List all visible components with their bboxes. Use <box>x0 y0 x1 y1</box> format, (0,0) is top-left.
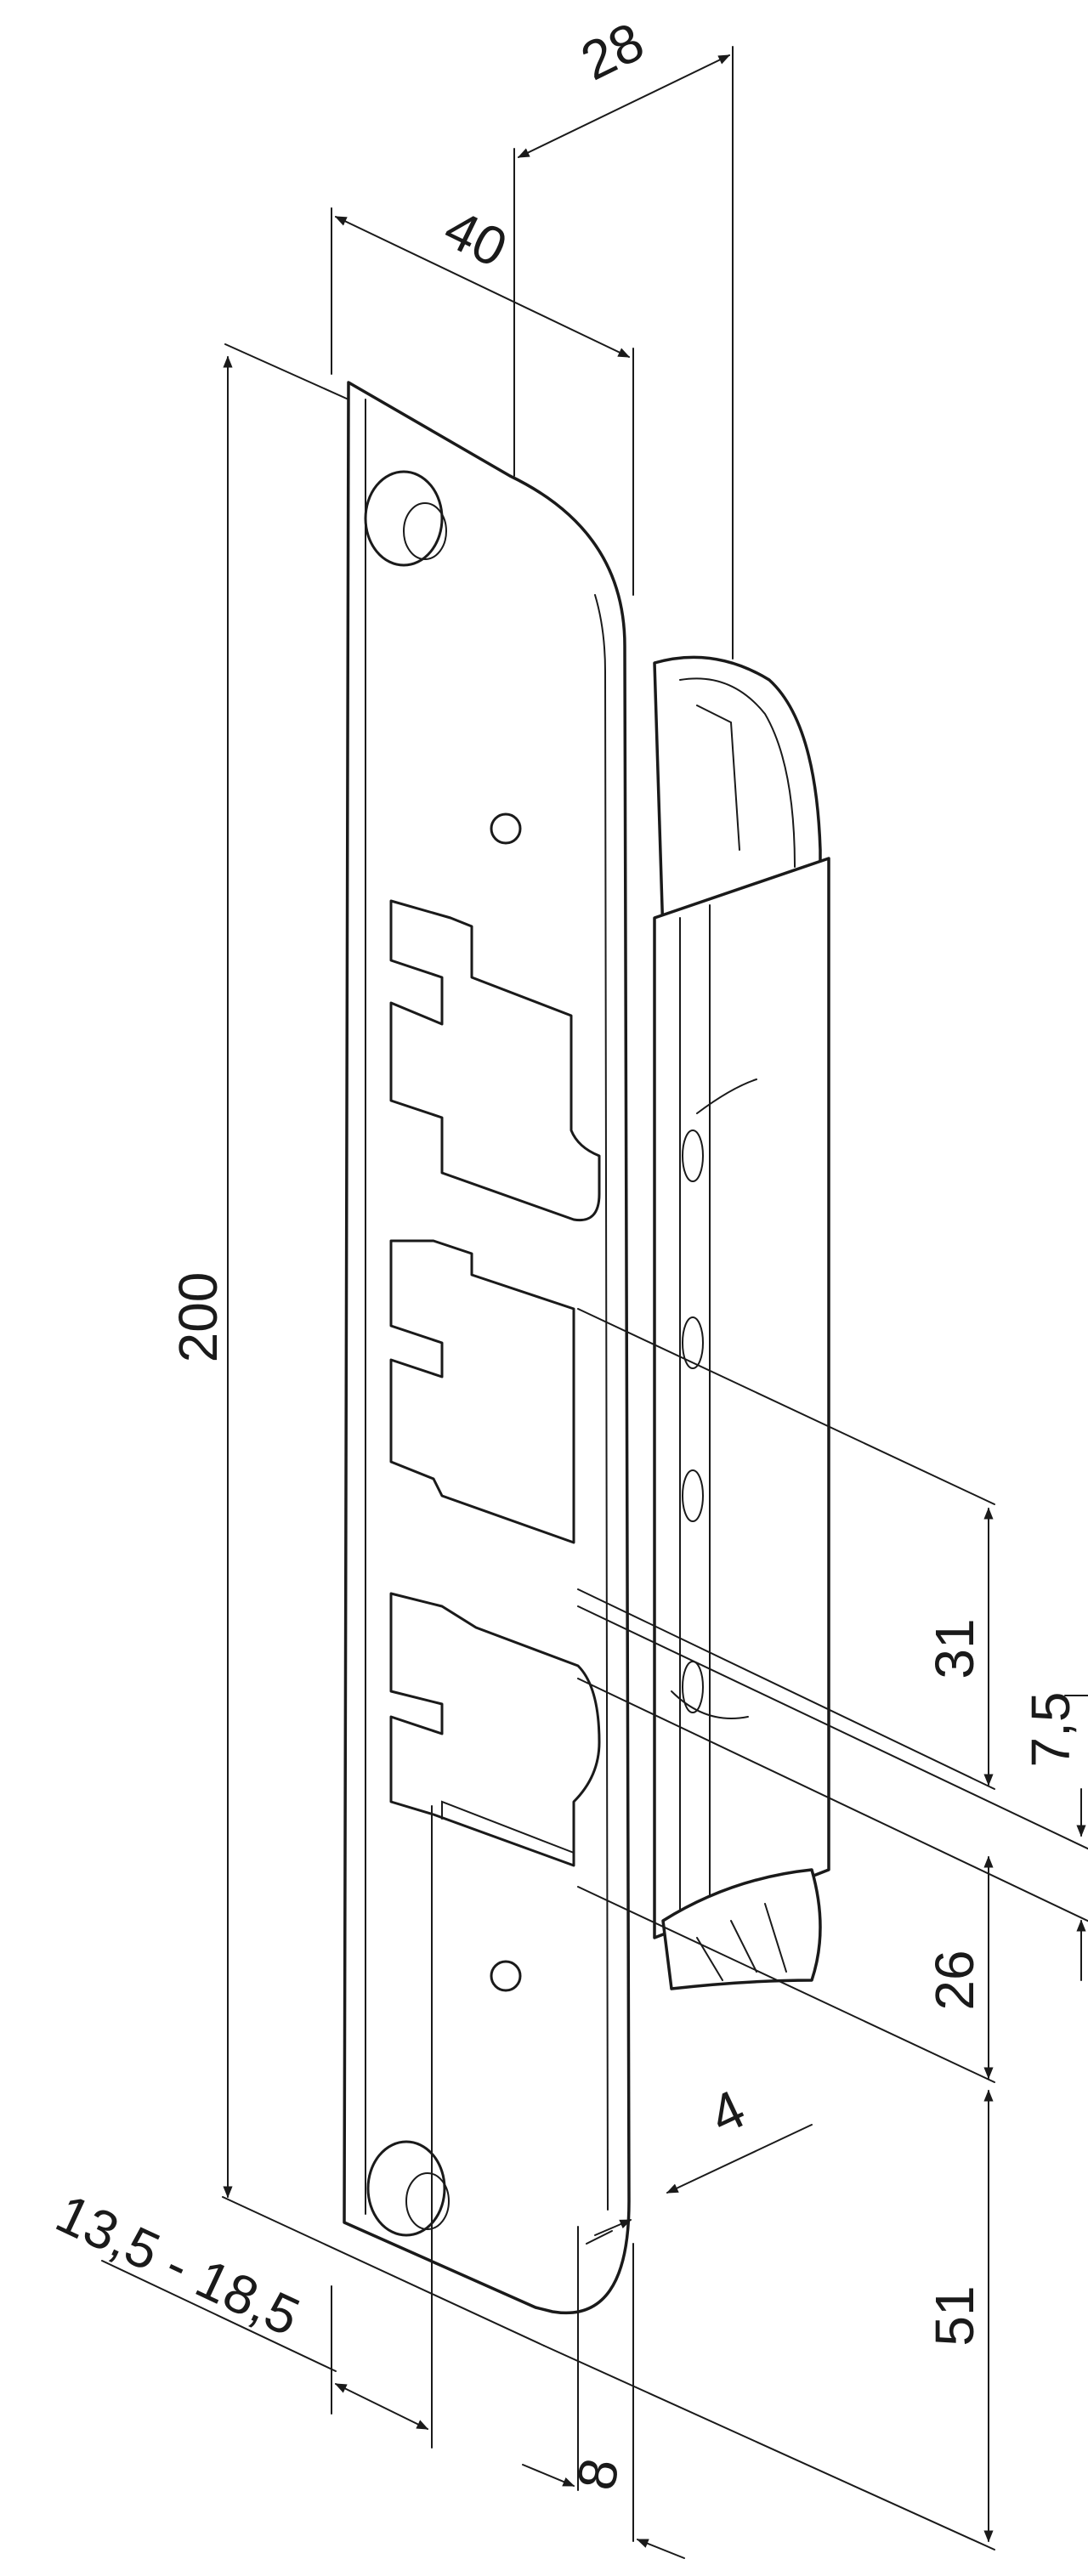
top-screw-hole <box>364 470 444 567</box>
lock-case <box>653 655 830 1990</box>
dimension-7-5: 7,5 <box>577 1605 1088 1981</box>
small-screw-bottom <box>490 1960 522 1992</box>
dim-label-7-5: 7,5 <box>1020 1692 1081 1768</box>
dim-label-200: 200 <box>167 1272 229 1363</box>
dim-label-51: 51 <box>924 2285 985 2346</box>
dimension-200: 200 <box>167 343 545 2347</box>
bottom-screw-hole <box>366 2140 446 2237</box>
dim-label-26: 26 <box>924 1950 985 2010</box>
cutout-3 <box>389 1592 601 1867</box>
dimension-26: 26 <box>577 1855 995 2083</box>
dim-label-8: 8 <box>565 2454 631 2494</box>
cutout-1 <box>389 899 601 1222</box>
dimension-31: 31 <box>577 1308 995 1790</box>
dim-label-40: 40 <box>435 197 517 279</box>
cutout-2 <box>389 1239 575 1544</box>
dim-label-4: 4 <box>700 2078 754 2146</box>
dim-label-28: 28 <box>572 10 654 92</box>
faceplate <box>343 381 631 2315</box>
small-screw-top <box>490 812 522 845</box>
dimension-51: 51 <box>543 2089 995 2551</box>
dim-label-13-5-18-5: 13,5 - 18,5 <box>47 2183 309 2348</box>
dim-label-31: 31 <box>924 1618 985 1679</box>
